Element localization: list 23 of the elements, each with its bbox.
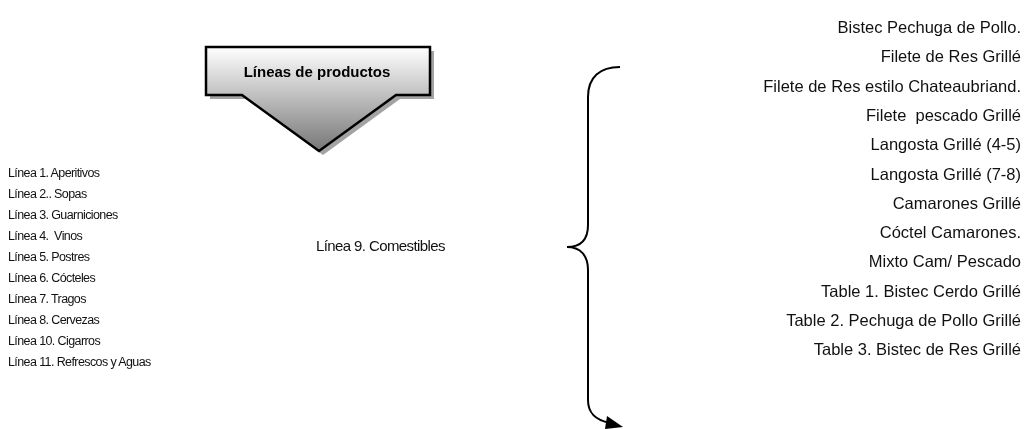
menu-item-text: Mixto Cam/ Pescado bbox=[868, 252, 1021, 272]
product-line-text: Línea 2.. Sopas bbox=[8, 187, 87, 201]
product-line-text: Línea 5. Postres bbox=[8, 250, 90, 264]
product-line-text: Línea 7. Tragos bbox=[8, 292, 86, 306]
product-line-text: Línea 4. Vinos bbox=[8, 229, 83, 243]
menu-item-text: Langosta Grillé (7-8) bbox=[870, 164, 1021, 184]
product-line-text: Línea 9. Comestibles bbox=[316, 237, 445, 254]
menu-item-text: Camarones Grillé bbox=[892, 193, 1021, 213]
menu-item-text: Table 3. Bistec de Res Grillé bbox=[813, 340, 1021, 360]
menu-item-text: Filete de Res Grillé bbox=[880, 47, 1021, 67]
product-line-text: Línea 11. Refrescos y Aguas bbox=[8, 355, 151, 369]
menu-item-text: Langosta Grillé (4-5) bbox=[870, 135, 1021, 155]
menu-item-text: Cóctel Camarones. bbox=[879, 223, 1021, 243]
menu-item-text: Table 1. Bistec Cerdo Grillé bbox=[821, 281, 1021, 301]
product-line-text: Línea 6. Cócteles bbox=[8, 271, 96, 285]
product-line-text: Línea 1. Aperitivos bbox=[8, 166, 100, 180]
menu-item-text: Filete de Res estilo Chateaubriand. bbox=[763, 76, 1021, 96]
menu-item-text: Bistec Pechuga de Pollo. bbox=[837, 18, 1021, 37]
menu-item-text: Filete pescado Grillé bbox=[866, 105, 1021, 125]
menu-item-text: Table 2. Pechuga de Pollo Grillé bbox=[786, 311, 1021, 330]
product-line-text: Línea 8. Cervezas bbox=[8, 313, 100, 327]
product-line-text: Línea 3. Guarniciones bbox=[8, 208, 118, 222]
product-line-text: Línea 10. Cigarros bbox=[8, 334, 101, 348]
